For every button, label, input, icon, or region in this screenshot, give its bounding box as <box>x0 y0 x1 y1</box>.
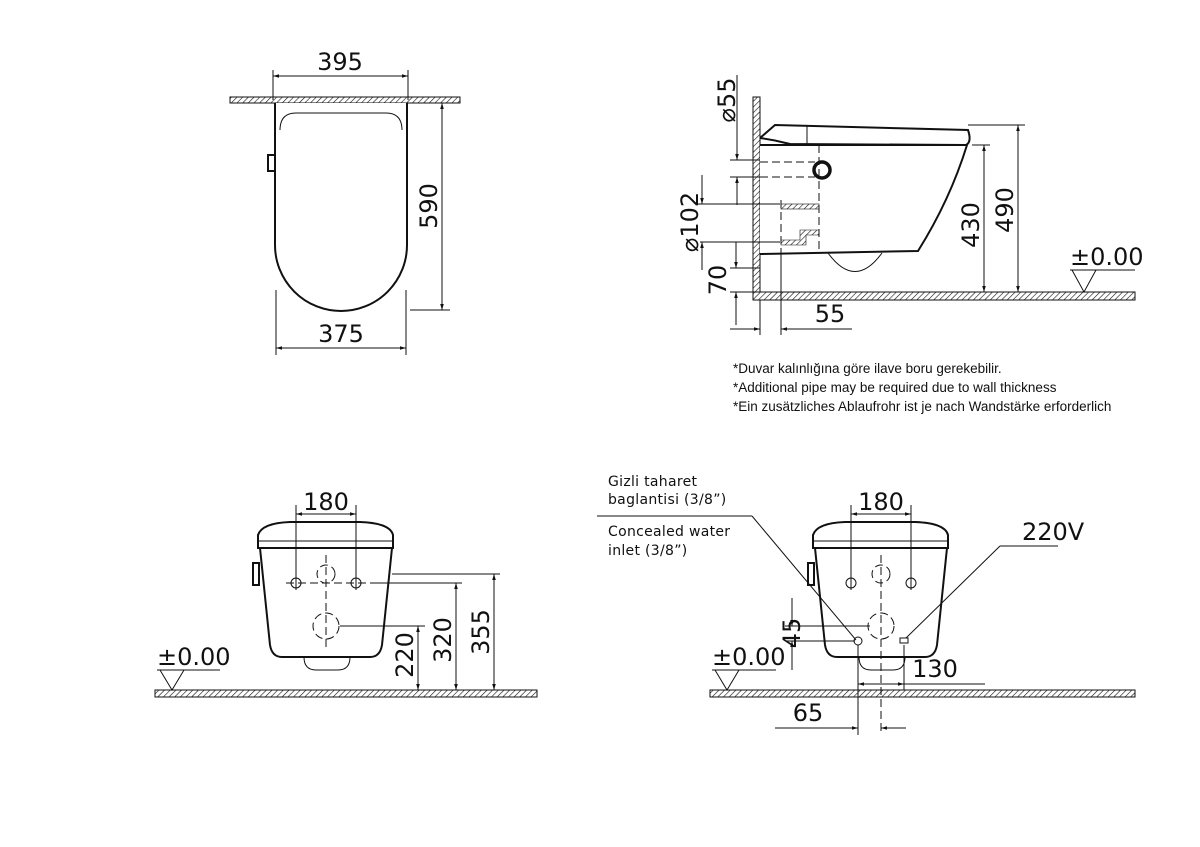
label-en-line1: Concealed water <box>608 524 730 540</box>
label-tr-line1: Gizli taharet <box>608 474 697 490</box>
dim-65: 65 <box>793 699 824 727</box>
floor <box>709 689 1136 698</box>
dim-220: 220 <box>391 632 419 678</box>
note-de: *Ein zusätzliches Ablaufrohr ist je nach… <box>733 399 1111 414</box>
outlet-bump <box>858 656 906 671</box>
dim-dia-102: ⌀102 <box>676 192 704 252</box>
level-mark: ±0.00 <box>157 643 231 671</box>
dim-430: 430 <box>957 202 985 248</box>
note-en: *Additional pipe may be required due to … <box>733 380 1057 395</box>
front-view-left: 180 220 320 355 ±0.00 <box>154 488 538 698</box>
label-220v: 220V <box>1022 518 1085 546</box>
dim-55: 55 <box>815 300 846 328</box>
dim-70: 70 <box>704 265 732 296</box>
dim-130: 130 <box>912 655 958 683</box>
dim-45: 45 <box>778 618 806 649</box>
level-mark: ±0.00 <box>1070 243 1144 271</box>
label-tr-line2: baglantisi (3/8”) <box>608 492 727 508</box>
side-view: ⌀55 ⌀102 70 55 430 490 ±0.00 <box>676 75 1144 335</box>
level-mark: ±0.00 <box>712 643 786 671</box>
water-inlet-circle <box>812 160 832 180</box>
dim-dia-55: ⌀55 <box>713 78 741 123</box>
dim-590: 590 <box>415 183 443 229</box>
side-button <box>267 154 276 172</box>
outlet-bump <box>303 656 351 671</box>
dim-395: 395 <box>317 48 363 76</box>
notes: *Duvar kalınlığına göre ilave boru gerek… <box>733 361 1111 414</box>
floor <box>752 291 1136 301</box>
dim-180: 180 <box>858 488 904 516</box>
side-button <box>807 562 815 586</box>
top-view: 395 590 375 <box>229 48 461 355</box>
seat-lid <box>759 123 971 147</box>
toilet-outline-top <box>274 103 408 312</box>
label-en-line2: inlet (3/8”) <box>608 543 688 559</box>
note-tr: *Duvar kalınlığına göre ilave boru gerek… <box>733 361 1002 376</box>
dim-490: 490 <box>991 187 1019 233</box>
bowl-outline <box>759 144 969 255</box>
body-outline <box>258 547 394 658</box>
wall <box>229 96 461 104</box>
dim-355: 355 <box>467 609 495 655</box>
floor <box>154 689 538 698</box>
wall <box>752 96 761 301</box>
dim-375: 375 <box>318 320 364 348</box>
power-socket <box>899 637 909 644</box>
outlet-bump <box>827 252 883 272</box>
front-view-right: 180 Gizli taharet baglantisi (3/8”) Conc… <box>597 474 1136 735</box>
lid-outline <box>257 521 394 549</box>
dim-320: 320 <box>429 617 457 663</box>
side-button <box>252 562 260 586</box>
lid-outline <box>812 521 949 549</box>
dim-180: 180 <box>303 488 349 516</box>
lid-outline <box>279 112 403 131</box>
